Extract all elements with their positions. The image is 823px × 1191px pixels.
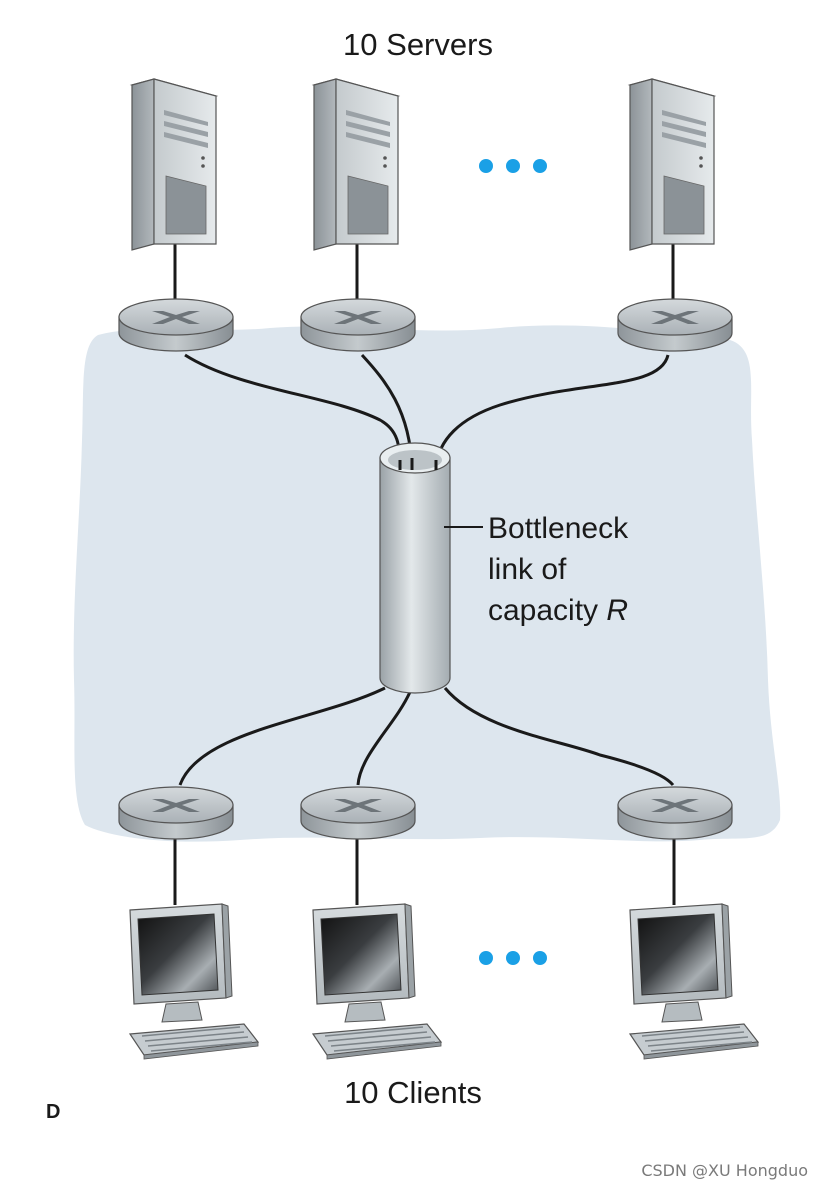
server-icon bbox=[313, 78, 399, 251]
router-icon bbox=[617, 786, 733, 840]
clients-label: 10 Clients bbox=[344, 1075, 482, 1110]
router-icon bbox=[300, 298, 416, 352]
corner-label: D bbox=[46, 1101, 60, 1123]
router-icon bbox=[617, 298, 733, 352]
server-icon bbox=[131, 78, 217, 251]
bottleneck-label-line2: link of bbox=[488, 553, 567, 586]
capacity-variable: R bbox=[606, 594, 628, 627]
client-computer-icon bbox=[312, 903, 442, 1060]
servers-label: 10 Servers bbox=[343, 27, 493, 62]
router-icon bbox=[300, 786, 416, 840]
router-icon bbox=[118, 786, 234, 840]
watermark: CSDN @XU Hongduo bbox=[641, 1161, 808, 1180]
server-drop-lines bbox=[173, 240, 675, 300]
bottleneck-links bbox=[178, 353, 675, 787]
clients-ellipsis-icon bbox=[479, 951, 547, 965]
client-drop-lines bbox=[173, 838, 676, 905]
bottleneck-link bbox=[379, 442, 451, 694]
client-computer-icon bbox=[129, 903, 259, 1060]
client-computer-icon bbox=[629, 903, 759, 1060]
router-icon bbox=[118, 298, 234, 352]
bottleneck-label-line1: Bottleneck bbox=[488, 512, 629, 545]
server-icon bbox=[629, 78, 715, 251]
servers-ellipsis-icon bbox=[479, 159, 547, 173]
bottleneck-label-line3: capacity R bbox=[488, 594, 628, 627]
